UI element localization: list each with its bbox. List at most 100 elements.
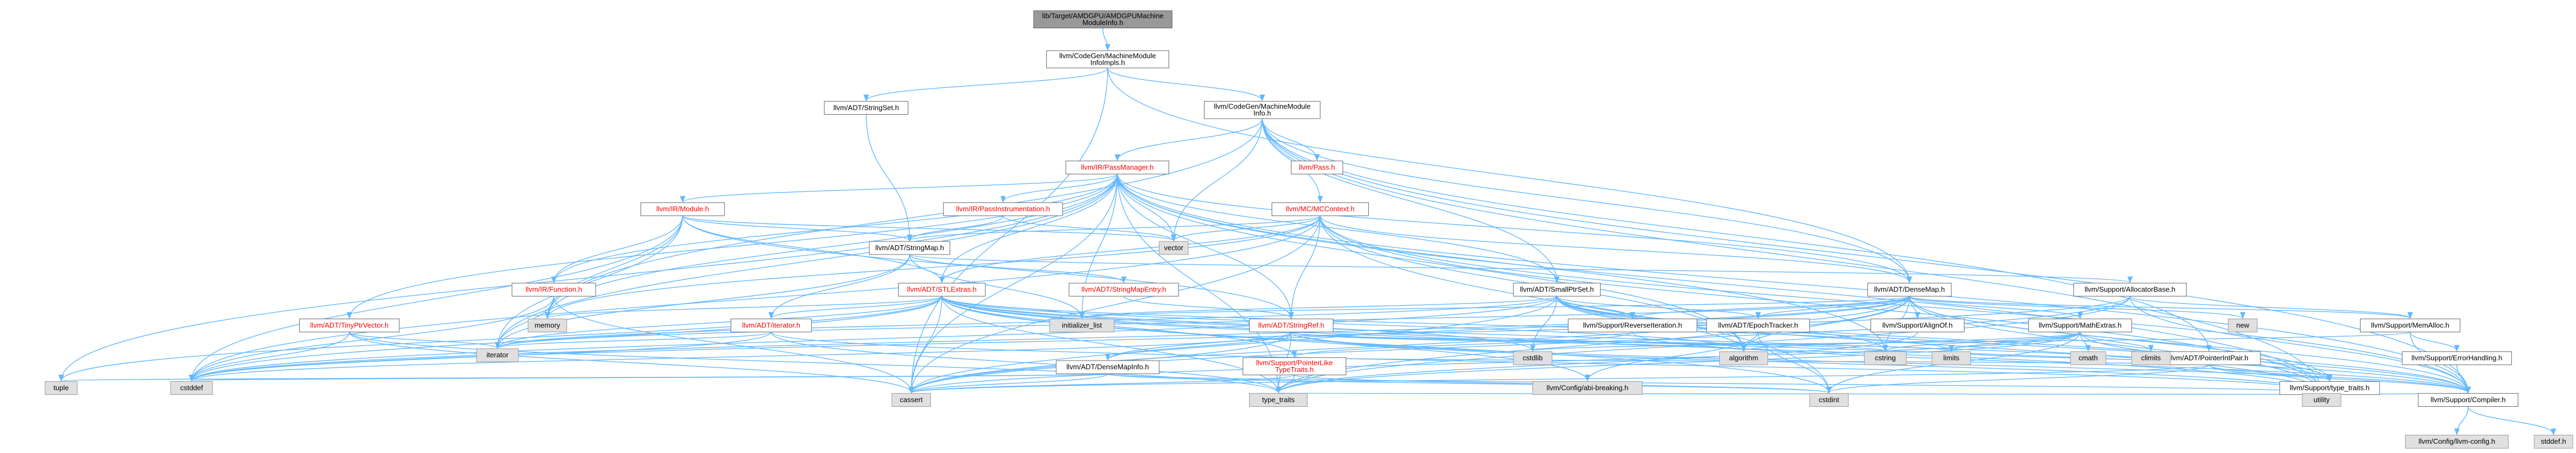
node-alignof-label-0: llvm/Support/AlignOf.h (1882, 321, 1953, 329)
edge-iteratorh-to-typetraits (770, 332, 1281, 394)
edge-stringmap-to-allocbase (909, 254, 2133, 283)
edge-mathextras-to-compiler (2079, 332, 2471, 394)
node-stddef-box (2534, 435, 2573, 449)
edge-cgmmi-to-smallptrset (1262, 119, 1560, 283)
node-databreak-box (1532, 381, 1643, 395)
edge-densemap-to-algorithm (1741, 296, 1910, 352)
node-stringmapentry[interactable]: llvm/ADT/StringMapEntry.h (1068, 283, 1179, 297)
node-densemapinfo[interactable]: llvm/ADT/DenseMapInfo.h (1055, 360, 1160, 374)
edge-stringref-to-cstddef (189, 331, 1292, 382)
node-new-box (2228, 318, 2258, 333)
node-function-label-0: llvm/IR/Function.h (526, 286, 582, 294)
node-iterator: iterator (476, 348, 519, 362)
edge-densemapinfo-to-cassert (909, 373, 1108, 394)
node-root-box (1033, 10, 1172, 29)
edge-mathextras-to-cmath (2079, 332, 2091, 352)
node-algorithm: algorithm (1719, 351, 1768, 365)
node-memalloc[interactable]: llvm/Support/MemAlloc.h (2359, 318, 2461, 333)
node-cstring-box (1864, 351, 1907, 365)
node-alignof-box (1870, 318, 1965, 333)
node-densemap[interactable]: llvm/ADT/DenseMap.h (1867, 283, 1952, 297)
edge-passinstr-to-stringmap (907, 215, 1004, 242)
edge-smallptrset-to-compiler (1556, 296, 2471, 394)
node-typetraits: type_traits (1249, 393, 1308, 407)
edge-passmanager-to-module (680, 173, 1118, 203)
node-stlextras-label-0: llvm/ADT/STLExtras.h (907, 286, 977, 294)
node-function[interactable]: llvm/IR/Function.h (511, 283, 596, 297)
node-cstddef-label-0: cstddef (180, 384, 203, 392)
node-smallptrset-label-0: llvm/ADT/SmallPtrSet.h (1520, 286, 1594, 294)
node-passinstr[interactable]: llvm/IR/PassInstrumentation.h (943, 202, 1063, 216)
edge-passinstr-to-vector (1002, 215, 1177, 242)
edge-ptrintpair-to-compiler (2208, 364, 2471, 394)
node-stringset[interactable]: llvm/ADT/StringSet.h (824, 101, 909, 115)
edge-mathextras-to-cassert (909, 331, 2081, 394)
node-cmath-box (2070, 351, 2106, 365)
edge-module-to-stringref (682, 215, 1294, 319)
edge-passmanager-to-algorithm (1117, 174, 1746, 352)
node-errorhandling-label-0: llvm/Support/ErrorHandling.h (2412, 354, 2503, 362)
node-epoch[interactable]: llvm/ADT/EpochTracker.h (1706, 318, 1810, 333)
edge-smallptrset-to-initlist (1079, 296, 1558, 319)
node-stlextras[interactable]: llvm/ADT/STLExtras.h (898, 283, 986, 297)
edge-stlextras-to-limits (941, 296, 1954, 352)
node-mccontext[interactable]: llvm/MC/MCContext.h (1271, 202, 1369, 216)
edge-compiler-to-stddef (2468, 406, 2556, 436)
node-memory: memory (528, 318, 567, 333)
edge-stringmap-to-stringmapentry (909, 254, 1127, 283)
edge-ptrintpair-to-cassert (909, 364, 2209, 394)
node-compiler[interactable]: llvm/Support/Compiler.h (2418, 393, 2518, 407)
edge-densemap-to-densemapinfo (1105, 296, 1910, 361)
node-stringmap[interactable]: llvm/ADT/StringMap.h (869, 241, 950, 255)
edge-densemap-to-cassert (909, 296, 1910, 394)
edge-passmanager-to-tinyptr (347, 174, 1118, 319)
node-module[interactable]: llvm/IR/Module.h (640, 202, 725, 216)
node-iteratorh-label-0: llvm/ADT/iterator.h (742, 321, 800, 329)
node-allocbase[interactable]: llvm/Support/AllocatorBase.h (2073, 283, 2187, 297)
node-tinyptr[interactable]: llvm/ADT/TinyPtrVector.h (299, 318, 400, 333)
node-stringref[interactable]: llvm/ADT/StringRef.h (1249, 318, 1333, 333)
node-passmanager[interactable]: llvm/IR/PassManager.h (1065, 160, 1170, 175)
node-errorhandling[interactable]: llvm/Support/ErrorHandling.h (2401, 351, 2512, 365)
node-pass[interactable]: llvm/Pass.h (1290, 160, 1343, 175)
node-climits: climits (2131, 351, 2171, 365)
node-smallptrset[interactable]: llvm/ADT/SmallPtrSet.h (1513, 283, 1601, 297)
node-mathextras[interactable]: llvm/Support/MathExtras.h (2028, 318, 2132, 333)
node-revit-label-0: llvm/Support/ReverseIteration.h (1583, 321, 1682, 329)
node-ptrintpair-box (2157, 351, 2261, 365)
node-supptypetraits[interactable]: llvm/Support/type_traits.h (2279, 381, 2380, 395)
node-revit[interactable]: llvm/Support/ReverseIteration.h (1567, 318, 1697, 333)
edge-densemapinfo-to-tuple (60, 373, 1108, 382)
edge-function-to-iterator (495, 296, 554, 349)
node-root-label-1: ModuleInfo.h (1083, 18, 1123, 27)
node-iteratorh[interactable]: llvm/ADT/iterator.h (731, 318, 812, 333)
node-alignof[interactable]: llvm/Support/AlignOf.h (1870, 318, 1965, 333)
edge-tinyptr-to-cassert (349, 332, 914, 394)
node-stringref-label-0: llvm/ADT/StringRef.h (1258, 321, 1324, 329)
edge-densemap-to-epoch (1755, 296, 1910, 319)
edge-smallptrset-to-utility (1556, 296, 2325, 394)
edge-function-to-cstddef (189, 296, 554, 382)
edge-ptrintpair-to-supptypetraits (2208, 364, 2333, 382)
edge-passmanager-to-smallptrset (1117, 174, 1560, 283)
node-epoch-box (1706, 318, 1810, 333)
node-ptrintpair[interactable]: llvm/ADT/PointerIntPair.h (2157, 351, 2261, 365)
edge-densemapinfo-to-utility (1107, 373, 2324, 394)
node-passmanager-box (1065, 160, 1170, 175)
edge-smallptrset-to-cstddef (189, 296, 1558, 382)
edge-mccontext-to-cassert (909, 215, 1321, 394)
node-mathextras-box (2028, 318, 2132, 333)
edge-module-to-iterator (495, 215, 683, 349)
node-errorhandling-box (2401, 351, 2512, 365)
node-limits: limits (1931, 351, 1971, 365)
edge-module-to-stringmap (682, 215, 912, 242)
node-ptrlike-label-0: llvm/Support/PointerLike (1256, 358, 1333, 367)
node-cgmmi-label-1: Info.h (1253, 109, 1271, 117)
node-allocbase-label-0: llvm/Support/AllocatorBase.h (2085, 286, 2176, 294)
node-stddef: stddef.h (2534, 435, 2573, 449)
edge-stlextras-to-iterator (495, 296, 942, 349)
edge-stringset-to-stringmap (866, 114, 913, 242)
